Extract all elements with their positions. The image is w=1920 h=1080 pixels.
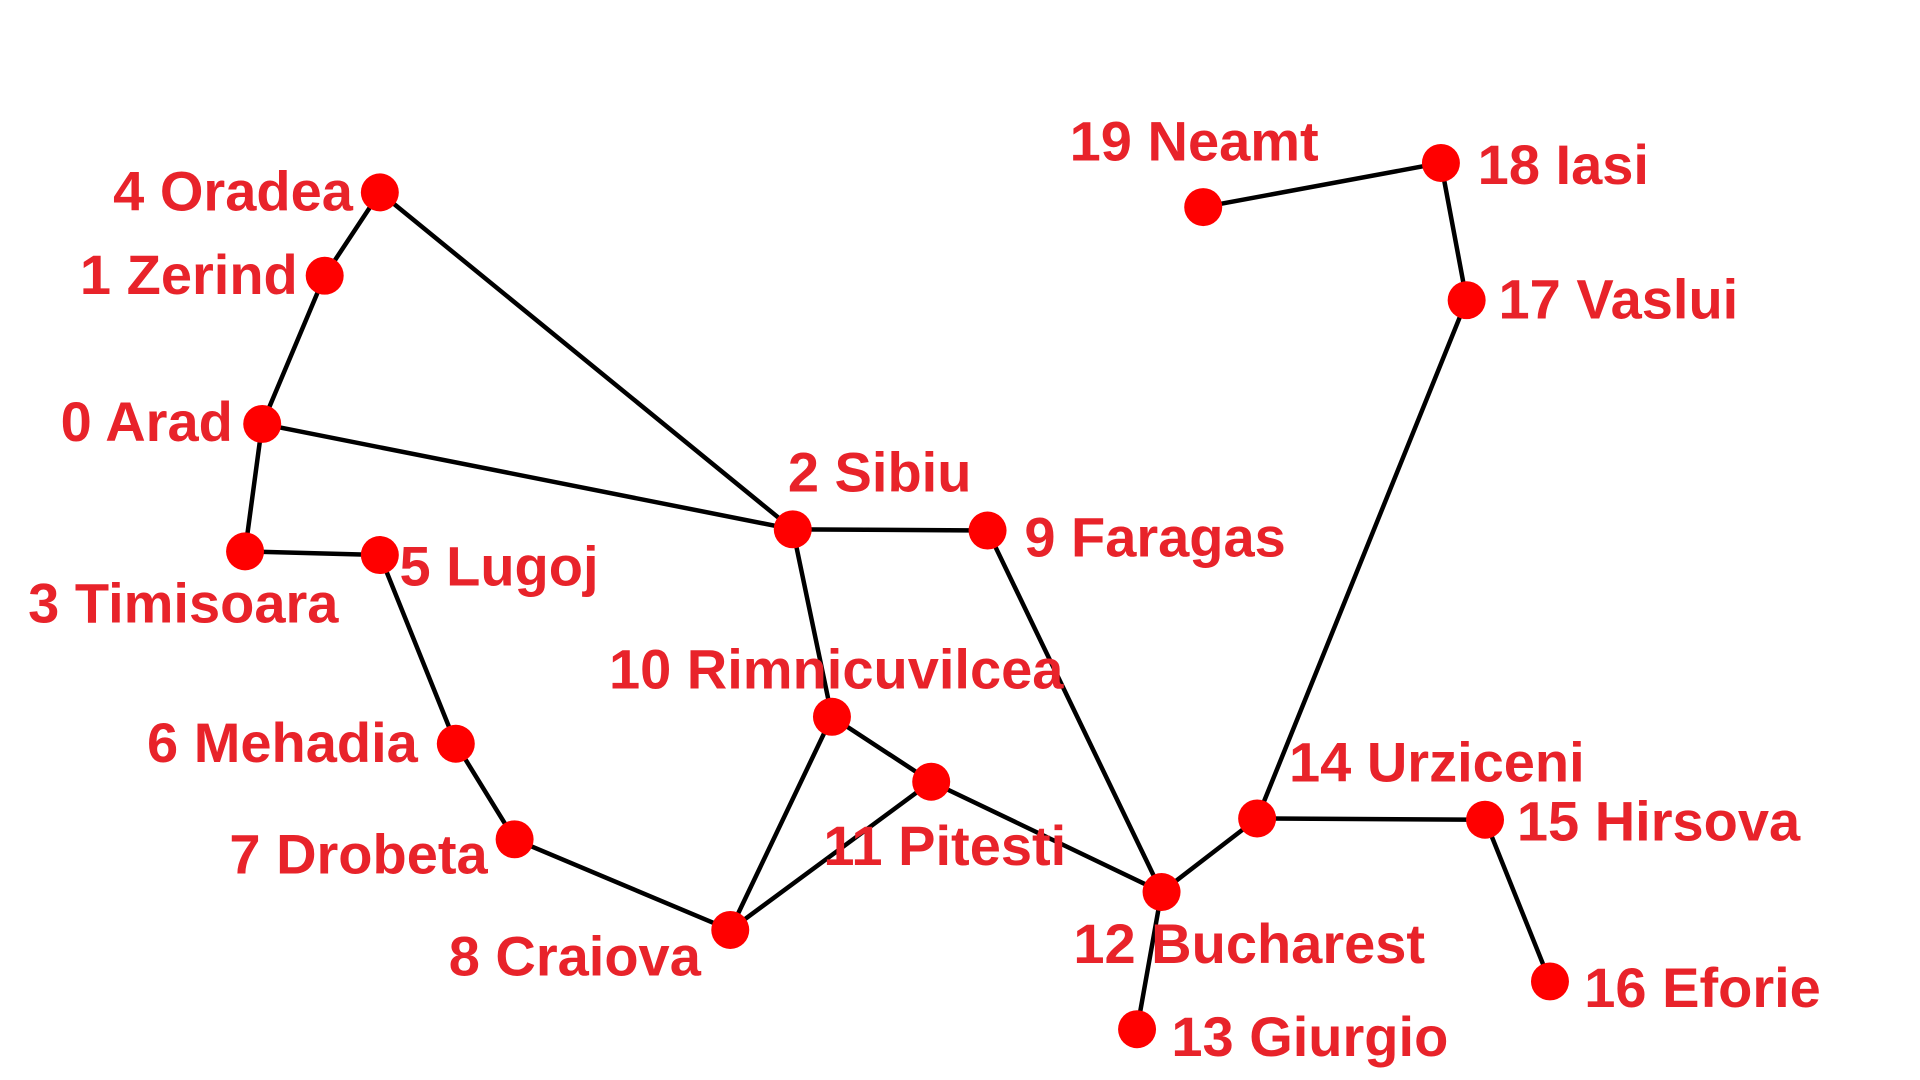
node-17 <box>1447 281 1486 320</box>
node-label-0: 0 Arad <box>61 390 233 453</box>
node-label-6: 6 Mehadia <box>147 711 419 774</box>
node-label-7: 7 Drobeta <box>229 823 488 886</box>
edge-5-6 <box>377 552 459 746</box>
node-16 <box>1530 962 1569 1001</box>
node-7 <box>495 820 534 859</box>
node-label-18: 18 Iasi <box>1478 133 1649 196</box>
edge-17-18 <box>1438 160 1469 303</box>
edge-3-5 <box>242 549 383 558</box>
node-label-15: 15 Hirsova <box>1517 790 1801 853</box>
node-4 <box>360 173 399 212</box>
edge-11-12 <box>928 779 1164 895</box>
edge-8-11 <box>728 779 934 933</box>
node-label-4: 4 Oradea <box>113 160 354 223</box>
node-6 <box>436 724 475 763</box>
node-label-19: 19 Neamt <box>1070 110 1319 173</box>
edge-0-2 <box>259 421 796 532</box>
edge-10-11 <box>829 714 934 784</box>
edge-18-19 <box>1200 160 1444 210</box>
edge-2-10 <box>790 527 835 720</box>
edge-9-12 <box>985 528 1164 895</box>
labels-layer: 0 Arad 1 Zerind 2 Sibiu 3 Timisoara 4 Oradea… <box>28 110 1821 1069</box>
node-5 <box>360 536 399 575</box>
node-9 <box>968 511 1007 550</box>
edge-14-17 <box>1254 297 1469 821</box>
node-13 <box>1118 1010 1157 1049</box>
node-label-3: 3 Timisoara <box>28 571 339 634</box>
node-18 <box>1421 143 1460 182</box>
node-label-14: 14 Urziceni <box>1289 731 1585 794</box>
node-label-1: 1 Zerind <box>80 243 298 306</box>
edge-0-3 <box>242 421 265 554</box>
node-11 <box>912 762 951 801</box>
edge-12-14 <box>1159 816 1260 895</box>
nodes-layer <box>226 143 1569 1049</box>
node-10 <box>812 697 851 736</box>
edge-10-8 <box>728 714 835 933</box>
node-label-13: 13 Giurgio <box>1171 1005 1448 1068</box>
node-12 <box>1142 873 1181 911</box>
node-15 <box>1466 800 1505 839</box>
edge-4-2 <box>377 190 796 532</box>
node-label-9: 9 Faragas <box>1024 505 1286 568</box>
node-2 <box>773 510 812 549</box>
node-label-17: 17 Vaslui <box>1499 268 1739 331</box>
edge-2-9 <box>790 527 990 533</box>
edge-15-16 <box>1482 817 1553 984</box>
edges-layer <box>242 160 1553 1032</box>
node-label-12: 12 Bucharest <box>1073 912 1425 975</box>
node-label-16: 16 Eforie <box>1584 956 1821 1019</box>
edge-12-13 <box>1134 889 1164 1032</box>
edge-14-15 <box>1254 816 1488 822</box>
node-label-10: 10 Rimnicuvilcea <box>609 638 1064 701</box>
node-8 <box>711 910 750 949</box>
node-1 <box>305 256 344 295</box>
node-label-5: 5 Lugoj <box>399 535 598 598</box>
node-0 <box>243 404 282 443</box>
node-label-11: 11 Pitesti <box>823 814 1066 877</box>
node-label-2: 2 Sibiu <box>788 440 972 503</box>
edge-0-1 <box>259 273 327 427</box>
edge-7-8 <box>512 837 733 933</box>
node-label-8: 8 Craiova <box>449 924 702 987</box>
node-14 <box>1238 799 1277 838</box>
node-19 <box>1184 188 1223 227</box>
node-3 <box>226 532 265 571</box>
